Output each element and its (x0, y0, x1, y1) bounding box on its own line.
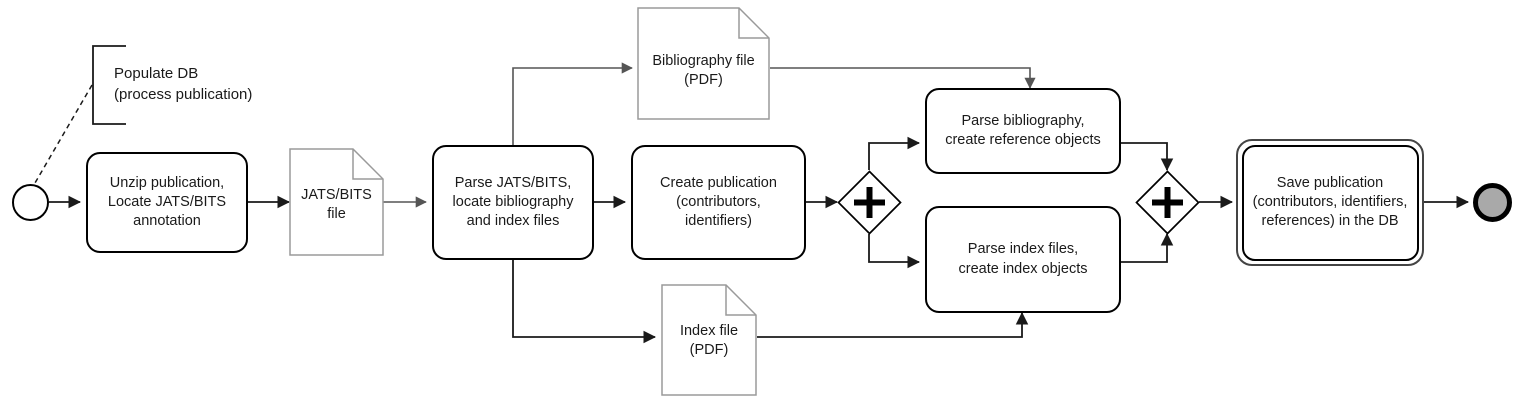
task-create-publication-label: Create publication (contributors, identi… (660, 174, 777, 230)
task-create-publication[interactable]: Create publication (contributors, identi… (631, 145, 806, 260)
flow-parseindex-to-joingateway (1120, 232, 1174, 263)
document-jats-bits-file-label: JATS/BITS file (301, 187, 372, 223)
task-save-publication[interactable]: Save publication (contributors, identifi… (1236, 139, 1424, 266)
document-index-file[interactable]: Index file (PDF) (661, 284, 757, 396)
document-shape-icon (661, 284, 757, 396)
document-shape-icon (289, 148, 384, 256)
document-bibliography-file-label: Bibliography file (PDF) (652, 53, 755, 89)
flow-parsejats-to-bibliofile (512, 62, 633, 145)
flow-parsejats-to-indexfile (512, 260, 657, 344)
document-index-file-label: Index file (PDF) (679, 323, 739, 359)
task-parse-jats-bits[interactable]: Parse JATS/BITS, locate bibliography and… (432, 145, 594, 260)
task-unzip-publication-label: Unzip publication, Locate JATS/BITS anno… (107, 174, 227, 230)
task-save-publication-label: Save publication (contributors, identifi… (1252, 174, 1408, 230)
end-event[interactable] (1473, 183, 1512, 222)
gateway-parallel-split[interactable] (837, 170, 902, 235)
task-unzip-publication[interactable]: Unzip publication, Locate JATS/BITS anno… (86, 152, 248, 253)
task-parse-bibliography[interactable]: Parse bibliography, create reference obj… (925, 88, 1121, 174)
annotation-leader-line (34, 84, 93, 184)
flow-splitgateway-to-parsebiblio (868, 136, 921, 170)
document-jats-bits-file[interactable]: JATS/BITS file (289, 148, 384, 256)
parallel-gateway-icon (837, 170, 902, 235)
document-bibliography-file[interactable]: Bibliography file (PDF) (637, 7, 770, 120)
start-event[interactable] (12, 184, 49, 221)
document-shape-icon (637, 7, 770, 120)
flow-parsebiblio-to-joingateway (1120, 142, 1174, 172)
task-parse-bibliography-label: Parse bibliography, create reference obj… (945, 112, 1101, 148)
flow-bibliofile-to-parsebiblio (770, 67, 1036, 89)
task-save-publication-inner: Save publication (contributors, identifi… (1241, 144, 1419, 261)
annotation-text: Populate DB (process publication) (114, 65, 253, 104)
task-parse-index-files[interactable]: Parse index files, create index objects (925, 206, 1121, 313)
gateway-parallel-join[interactable] (1135, 170, 1200, 235)
flow-splitgateway-to-parseindex (868, 234, 921, 269)
flow-indexfile-to-parseindex (757, 311, 1029, 338)
task-parse-index-files-label: Parse index files, create index objects (958, 241, 1088, 277)
parallel-gateway-icon (1135, 170, 1200, 235)
task-parse-jats-bits-label: Parse JATS/BITS, locate bibliography and… (452, 174, 574, 230)
